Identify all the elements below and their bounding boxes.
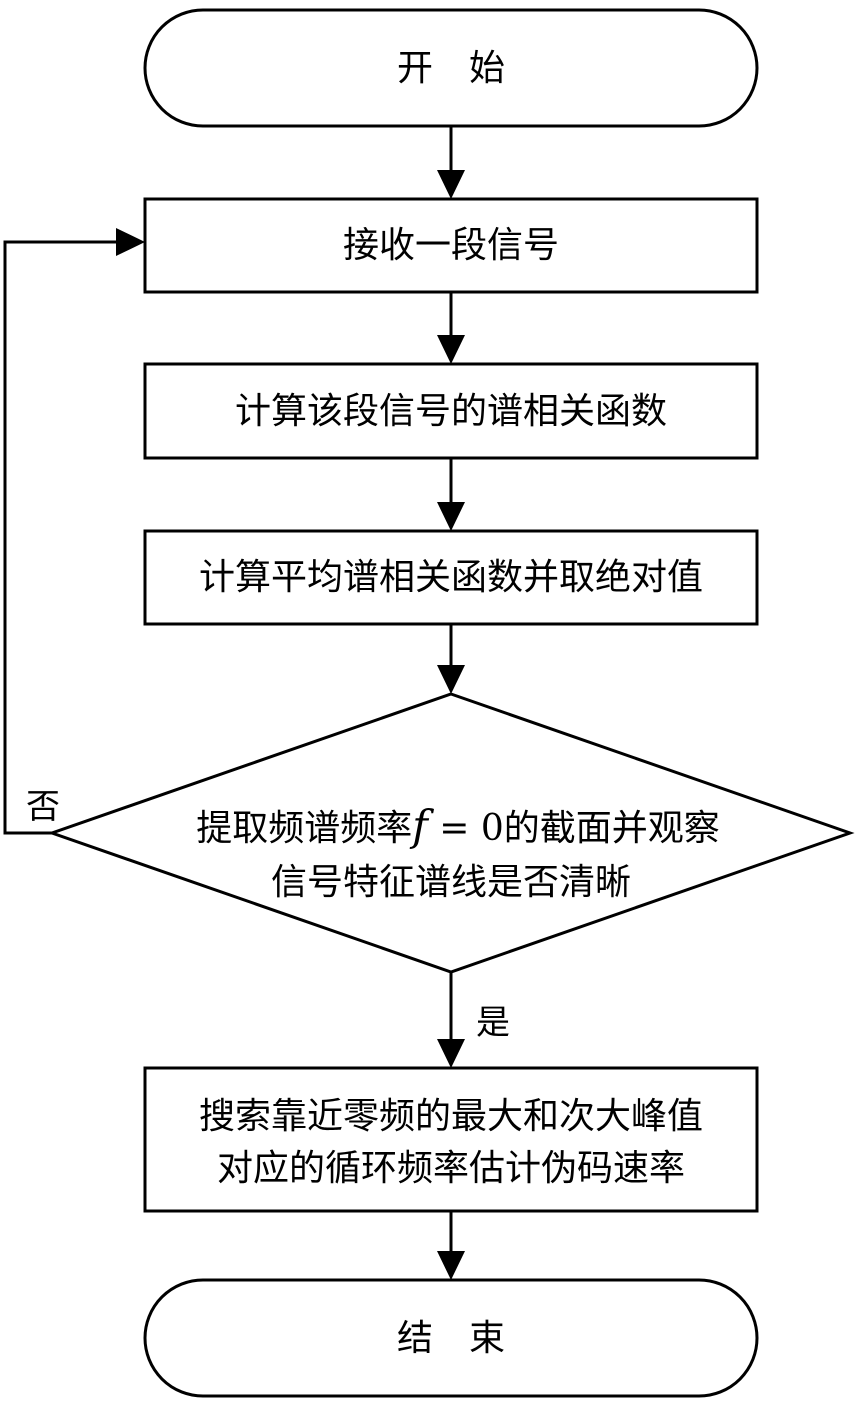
no-label: 否: [26, 787, 60, 827]
search-shape: [145, 1068, 757, 1211]
arrowhead-loop-to-receive: [116, 228, 145, 256]
arrowhead-start-to-receive: [437, 170, 465, 199]
arrowhead-decision-to-search: [437, 1039, 465, 1068]
arrowhead-search-to-end: [437, 1251, 465, 1280]
yes-label: 是: [476, 1003, 510, 1043]
end-label: 结 束: [397, 1318, 505, 1359]
decision-node: 提取频谱频率f = 0的截面并观察 信号特征谱线是否清晰: [52, 694, 850, 972]
average-node: 计算平均谱相关函数并取绝对值: [145, 531, 757, 624]
search-line2: 对应的循环频率估计伪码速率: [217, 1148, 685, 1189]
decision-line1: 提取频谱频率f = 0的截面并观察: [196, 801, 720, 850]
arrowhead-receive-to-compute: [437, 335, 465, 364]
search-node: 搜索靠近零频的最大和次大峰值 对应的循环频率估计伪码速率: [145, 1068, 757, 1211]
decision-line1-suffix: 的截面并观察: [504, 808, 720, 849]
loop-no-branch: [5, 242, 126, 833]
compute-scf-label: 计算该段信号的谱相关函数: [235, 391, 667, 432]
decision-line1-prefix: 提取频谱频率: [196, 808, 412, 849]
arrowhead-average-to-decision: [437, 665, 465, 694]
average-label: 计算平均谱相关函数并取绝对值: [199, 557, 703, 598]
decision-line2: 信号特征谱线是否清晰: [271, 862, 631, 903]
receive-node: 接收一段信号: [145, 199, 757, 292]
start-label: 开 始: [397, 48, 505, 89]
start-node: 开 始: [145, 10, 757, 126]
arrowhead-compute-to-average: [437, 502, 465, 531]
search-line1: 搜索靠近零频的最大和次大峰值: [199, 1096, 703, 1137]
decision-line1-eq: = 0: [428, 808, 504, 849]
end-node: 结 束: [145, 1280, 757, 1396]
compute-scf-node: 计算该段信号的谱相关函数: [145, 364, 757, 458]
receive-label: 接收一段信号: [343, 225, 559, 266]
